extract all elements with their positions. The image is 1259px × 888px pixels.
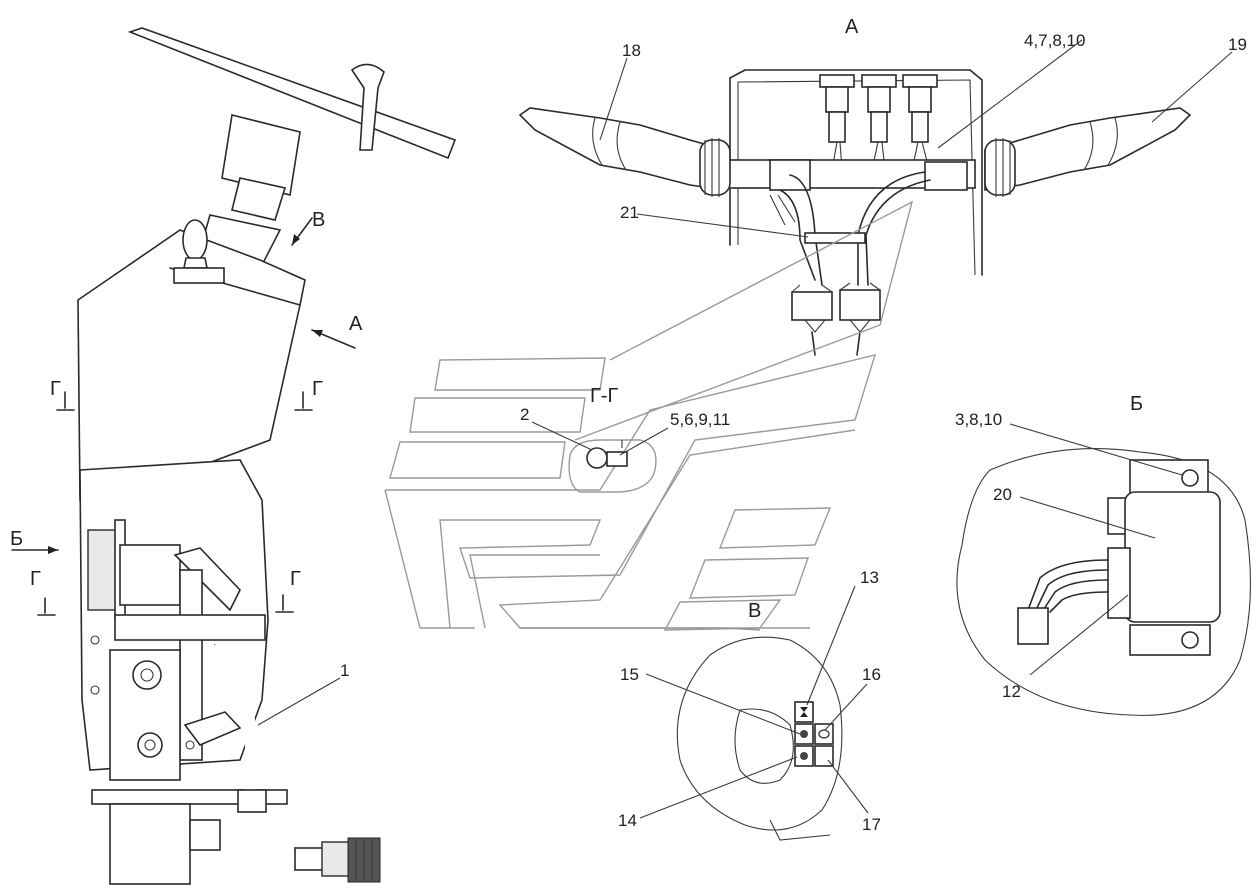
label-view-v: В <box>748 600 761 622</box>
callout-1: 1 <box>340 661 349 680</box>
label-g-mark-3: Г <box>30 568 41 590</box>
section-g-g <box>384 200 914 631</box>
view-labels: А А Б Б В В Г-Г Г Г Г Г <box>10 16 1143 622</box>
callout-18: 18 <box>622 41 641 60</box>
label-view-a-arrow: А <box>349 313 363 335</box>
callout-3-8-10: 3,8,10 <box>955 410 1002 429</box>
label-view-a: А <box>845 16 859 38</box>
view-arrow-b-left <box>11 546 59 554</box>
callout-12: 12 <box>1002 682 1021 701</box>
label-g-mark-2: Г <box>312 378 323 400</box>
label-section-g-g: Г-Г <box>590 385 618 407</box>
callout-21: 21 <box>620 203 639 222</box>
view-a-detail <box>518 69 1192 356</box>
callout-19: 19 <box>1228 35 1247 54</box>
steering-column <box>77 27 457 885</box>
leader-lines <box>257 39 1233 819</box>
callout-20: 20 <box>993 485 1012 504</box>
label-view-v-arrow: В <box>312 209 325 231</box>
callout-17: 17 <box>862 815 881 834</box>
callout-16: 16 <box>862 665 881 684</box>
label-view-b-arrow: Б <box>10 528 23 550</box>
callout-13: 13 <box>860 568 879 587</box>
callout-4-7-8-10: 4,7,8,10 <box>1024 31 1085 50</box>
view-arrow-a-left <box>311 329 356 349</box>
view-v-detail <box>676 636 843 841</box>
label-g-mark-4: Г <box>290 568 301 590</box>
callout-labels: 1 2 3,8,10 4,7,8,10 5,6,9,11 12 13 14 15… <box>340 31 1247 834</box>
callout-15: 15 <box>620 665 639 684</box>
callout-5-6-9-11: 5,6,9,11 <box>670 410 730 429</box>
view-arrow-v <box>291 217 313 246</box>
callout-2: 2 <box>520 405 529 424</box>
section-marks-g <box>37 391 313 616</box>
label-g-mark-1: Г <box>50 378 61 400</box>
view-b-detail <box>956 448 1252 716</box>
label-view-b: Б <box>1130 393 1143 415</box>
callout-14: 14 <box>618 811 637 830</box>
